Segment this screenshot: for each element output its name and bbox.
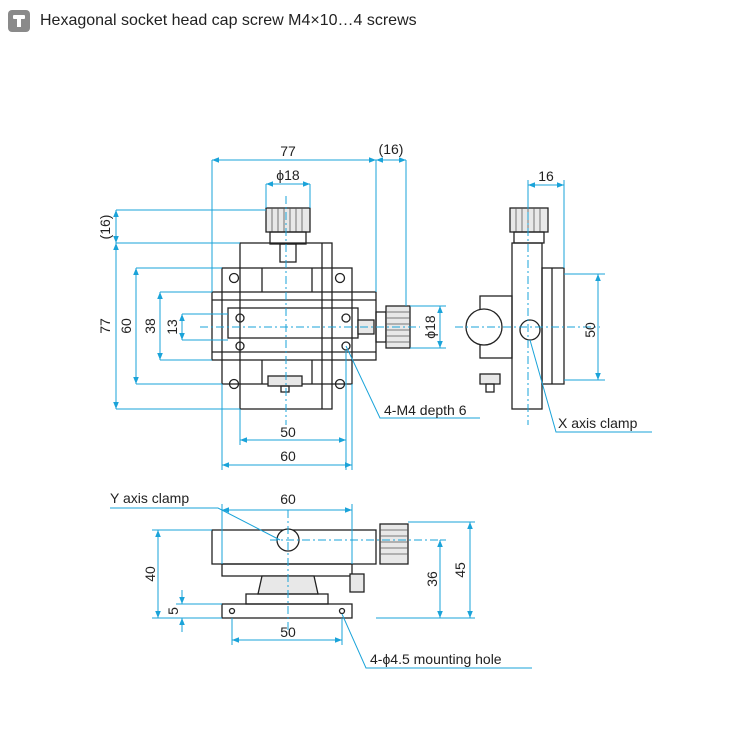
header: Hexagonal socket head cap screw M4×10…4 … xyxy=(8,8,417,34)
screw-icon xyxy=(8,10,30,32)
dim-front-40: 40 xyxy=(142,566,158,582)
mounting-hole-label: 4-ϕ4.5 mounting hole xyxy=(370,651,502,667)
dim-side-50: 50 xyxy=(582,322,598,338)
dim-front-45: 45 xyxy=(452,562,468,578)
dim-left-13: 13 xyxy=(164,319,180,335)
dim-front-36: 36 xyxy=(424,571,440,587)
front-view xyxy=(211,523,409,619)
dim-front-60: 60 xyxy=(280,491,296,507)
dim-top-knob-dia: ϕ18 xyxy=(276,167,300,183)
top-view-centerlines xyxy=(200,196,420,425)
y-axis-clamp-label: Y axis clamp xyxy=(110,490,189,506)
dim-left-60: 60 xyxy=(118,318,134,334)
dim-bottom-60: 60 xyxy=(280,448,296,464)
callout-labels: 4-M4 depth 6 X axis clamp Y axis clamp 4… xyxy=(110,402,638,667)
tapped-holes-label: 4-M4 depth 6 xyxy=(384,402,467,418)
x-axis-clamp-label: X axis clamp xyxy=(558,415,638,431)
dim-left-38: 38 xyxy=(142,318,158,334)
dim-top-16: (16) xyxy=(379,141,404,157)
side-view xyxy=(465,207,565,410)
dim-side-16: 16 xyxy=(538,168,554,184)
dim-bottom-50: 50 xyxy=(280,424,296,440)
dim-front-bottom-50: 50 xyxy=(280,624,296,640)
dim-top-77: 77 xyxy=(280,143,296,159)
dim-left-16: (16) xyxy=(97,215,113,240)
dim-left-77: 77 xyxy=(97,318,113,334)
header-text: Hexagonal socket head cap screw M4×10…4 … xyxy=(40,12,417,29)
dimension-labels: 77 (16) ϕ18 (16) 77 60 38 13 ϕ18 50 60 1… xyxy=(97,141,598,640)
top-view-dimensions xyxy=(113,157,480,470)
front-view-centerline xyxy=(270,510,440,632)
top-view xyxy=(211,207,411,410)
side-view-dimensions xyxy=(527,180,652,433)
dim-right-knob-dia: ϕ18 xyxy=(422,315,438,339)
front-view-dimensions xyxy=(110,504,532,669)
side-view-centerline xyxy=(455,196,600,425)
dim-front-5: 5 xyxy=(165,607,181,615)
